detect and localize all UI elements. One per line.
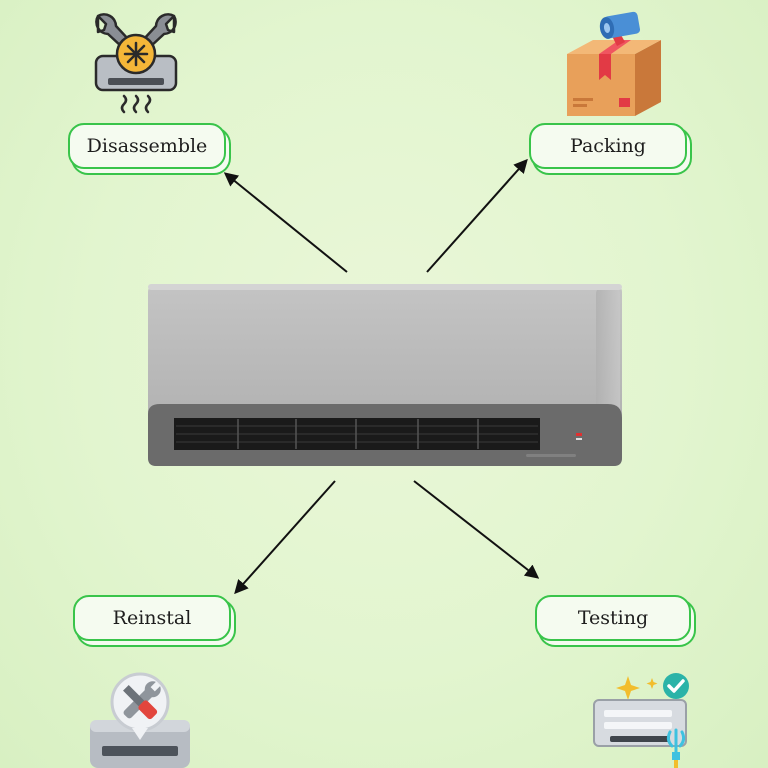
label-testing: Testing xyxy=(535,595,691,641)
arrow-to-reinstal xyxy=(234,480,336,595)
arrow-to-packing xyxy=(426,158,528,273)
ac-install-tools-icon xyxy=(90,672,190,768)
arrow-to-disassemble xyxy=(223,172,348,273)
label-reinstal: Reinstal xyxy=(73,595,231,641)
arrow-to-testing xyxy=(413,480,540,579)
package-box-tape-icon xyxy=(567,11,661,116)
air-conditioner-unit xyxy=(148,284,622,466)
power-indicator-light xyxy=(576,433,582,436)
ac-testing-check-icon xyxy=(593,673,689,768)
label-disassemble: Disassemble xyxy=(68,123,226,169)
ac-repair-wrench-icon xyxy=(94,13,178,114)
label-packing: Packing xyxy=(529,123,687,169)
